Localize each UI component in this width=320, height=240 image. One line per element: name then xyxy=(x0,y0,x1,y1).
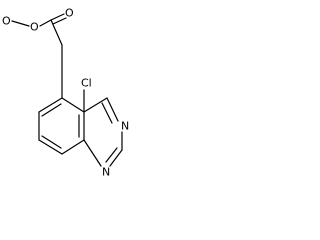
bond-c8-c8a xyxy=(61,139,85,155)
atom-label-n3: N xyxy=(121,120,129,133)
bond-methyl-o xyxy=(11,20,30,27)
bond-c7-c8-double xyxy=(41,135,62,149)
bond-carbonyl-c-ring xyxy=(50,19,63,46)
atom-label-chlorine: Cl xyxy=(81,77,92,90)
bond-n1-c8a xyxy=(83,139,102,167)
bond-c7-c8 xyxy=(38,139,63,155)
bond-c4-c4-ring xyxy=(83,97,108,113)
bond-c2-n1 xyxy=(109,149,123,167)
bond-c5-c6-double xyxy=(41,103,62,117)
atom-label-carbonyl-o: O xyxy=(65,7,74,20)
bond-carbonyl-c-o xyxy=(50,13,65,21)
bond-c4a-c5 xyxy=(61,97,85,113)
bond-carbonyl-c-o-double xyxy=(52,17,67,25)
quinazoline-ester-structure: O O O Cl N N xyxy=(2,7,129,179)
bond-o-carbonyl-c xyxy=(39,19,52,27)
atom-label-ester-o: O xyxy=(30,21,39,34)
bond-c2-n1-double xyxy=(105,147,118,163)
atom-label-n1: N xyxy=(102,166,110,179)
bond-c5-c6 xyxy=(38,97,63,113)
bond-c4-n3 xyxy=(106,97,119,122)
atom-label-methyl-o: O xyxy=(2,15,11,28)
bond-c4-n3-double xyxy=(101,102,113,124)
